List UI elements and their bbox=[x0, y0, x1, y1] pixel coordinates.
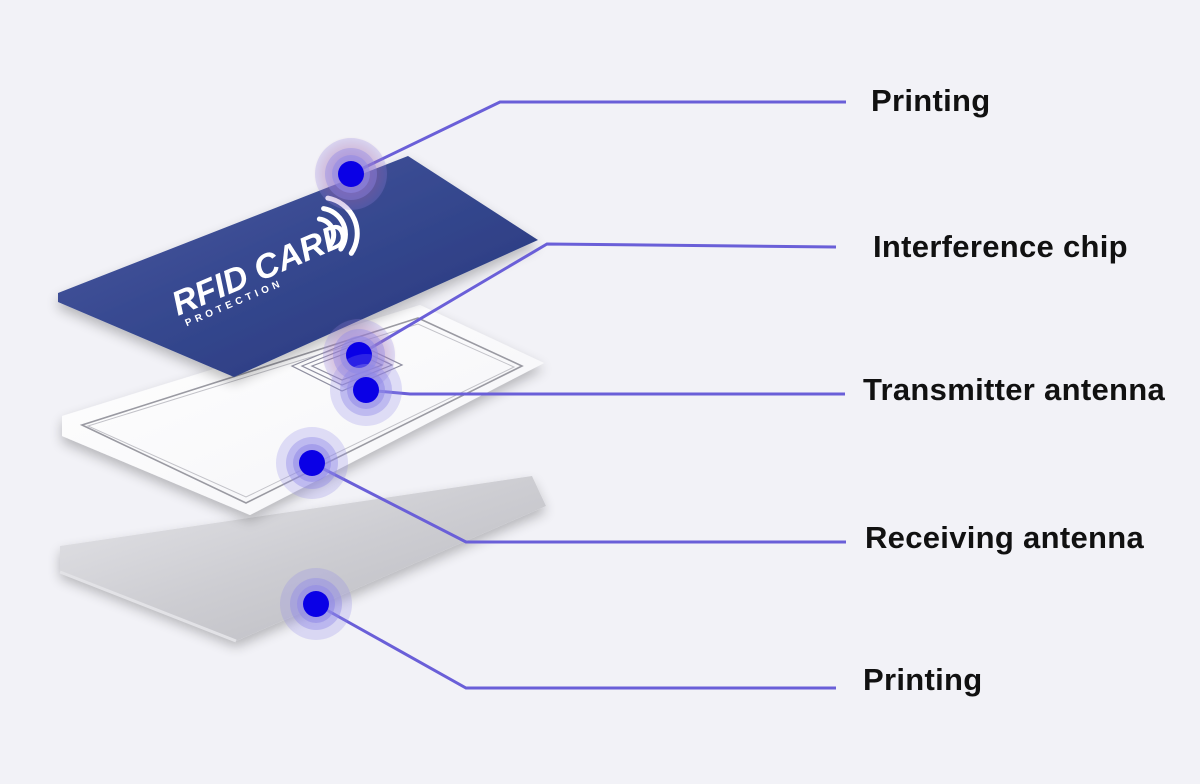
leader-line-interference-chip bbox=[358, 242, 837, 357]
top-card-layer bbox=[58, 156, 538, 377]
callout-markers bbox=[276, 136, 402, 640]
label-receiving-antenna: Receiving antenna bbox=[865, 520, 1145, 555]
marker-interference-chip bbox=[321, 317, 397, 393]
leader-line-printing-bottom bbox=[315, 602, 836, 690]
bottom-card-layer bbox=[60, 476, 546, 641]
label-interference-chip: Interference chip bbox=[873, 229, 1128, 264]
marker-printing-bottom bbox=[280, 568, 352, 640]
leader-line-receiving-antenna bbox=[311, 461, 846, 544]
marker-printing-top bbox=[313, 136, 389, 212]
label-transmitter-antenna: Transmitter antenna bbox=[863, 372, 1166, 407]
label-printing-top: Printing bbox=[871, 83, 991, 118]
marker-receiving-antenna bbox=[276, 427, 348, 499]
antenna-coil-inner bbox=[86, 323, 516, 498]
antenna-layer bbox=[62, 305, 544, 515]
marker-transmitter-antenna bbox=[330, 354, 402, 426]
bottom-card-edge bbox=[59, 570, 237, 643]
leader-line-printing-top bbox=[350, 100, 846, 176]
label-printing-bottom: Printing bbox=[863, 662, 983, 697]
antenna-coil bbox=[79, 317, 524, 504]
